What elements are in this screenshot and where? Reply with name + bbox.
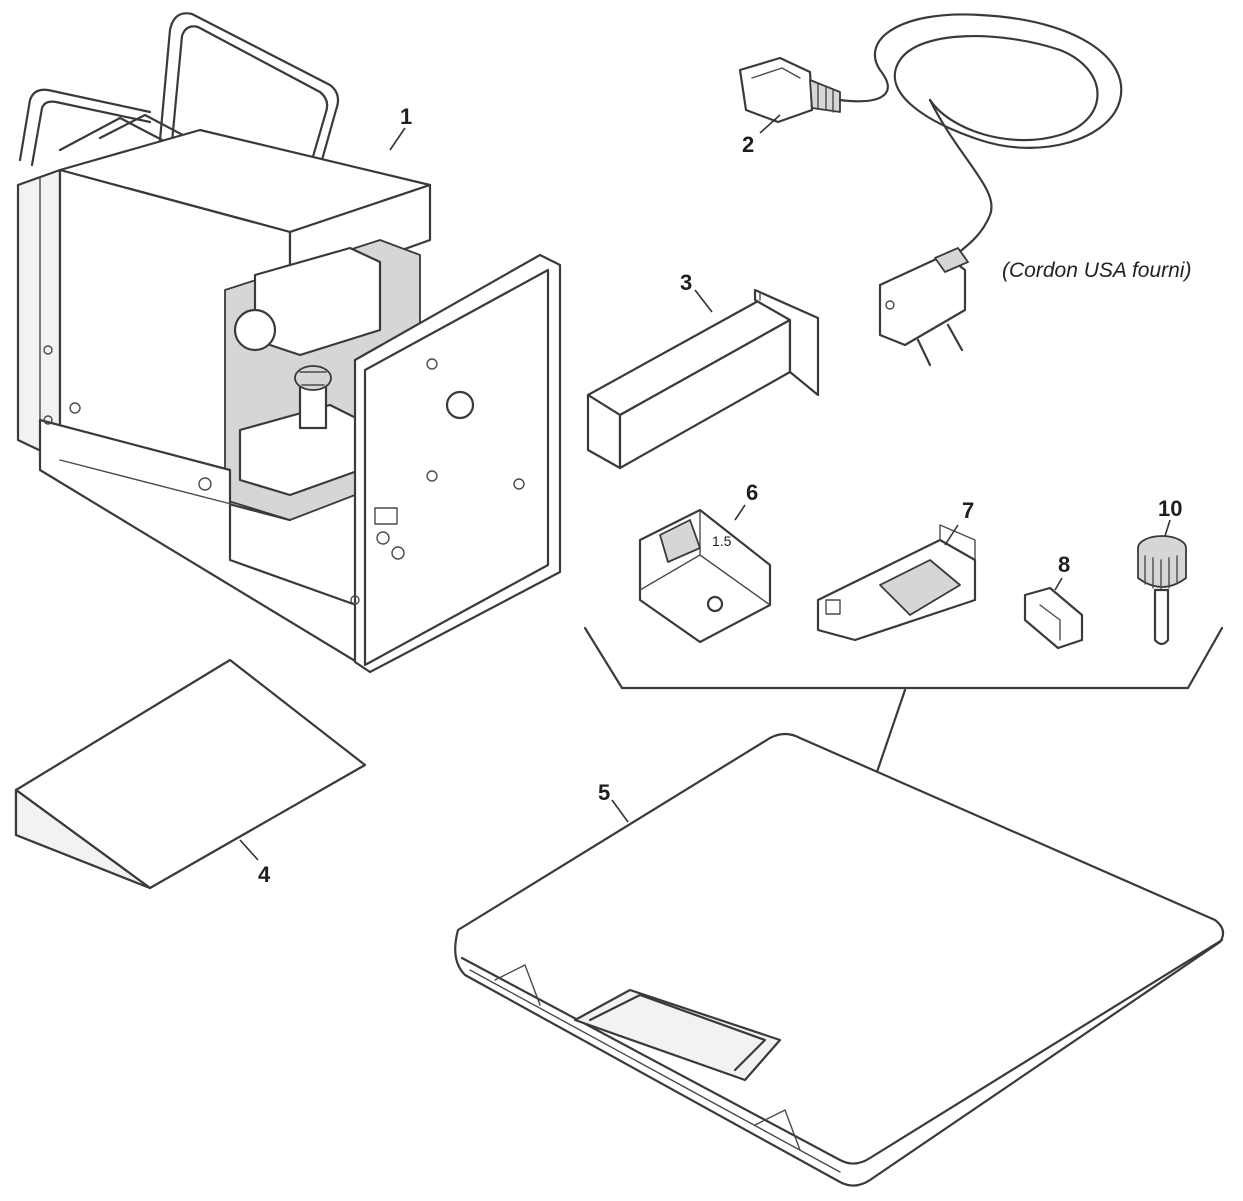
part-2-power-cord: 2 (Cordon USA fourni) <box>738 13 1191 367</box>
part-7-guide: 7 <box>816 498 977 642</box>
callout-3: 3 <box>680 270 692 295</box>
callout-2: 2 <box>742 132 754 157</box>
callout-10: 10 <box>1158 496 1182 521</box>
callout-4: 4 <box>258 862 271 887</box>
part-4-wedge: 4 <box>14 658 367 890</box>
usa-cord-note: (Cordon USA fourni) <box>1002 259 1191 282</box>
part-10-knob: 10 <box>1137 496 1187 646</box>
part-3-tray: 3 <box>586 270 820 470</box>
part-6-die: 1.5 6 <box>638 480 772 644</box>
callout-7: 7 <box>962 498 974 523</box>
callout-6: 6 <box>746 480 758 505</box>
callout-1: 1 <box>400 104 412 129</box>
part6-marking: 1.5 <box>712 533 732 549</box>
callout-8: 8 <box>1058 552 1070 577</box>
part-1-machine: 1 <box>16 12 562 674</box>
part-5-case: 5 <box>454 732 1225 1187</box>
callout-5: 5 <box>598 780 610 805</box>
part-8-clip: 8 <box>1023 552 1084 650</box>
